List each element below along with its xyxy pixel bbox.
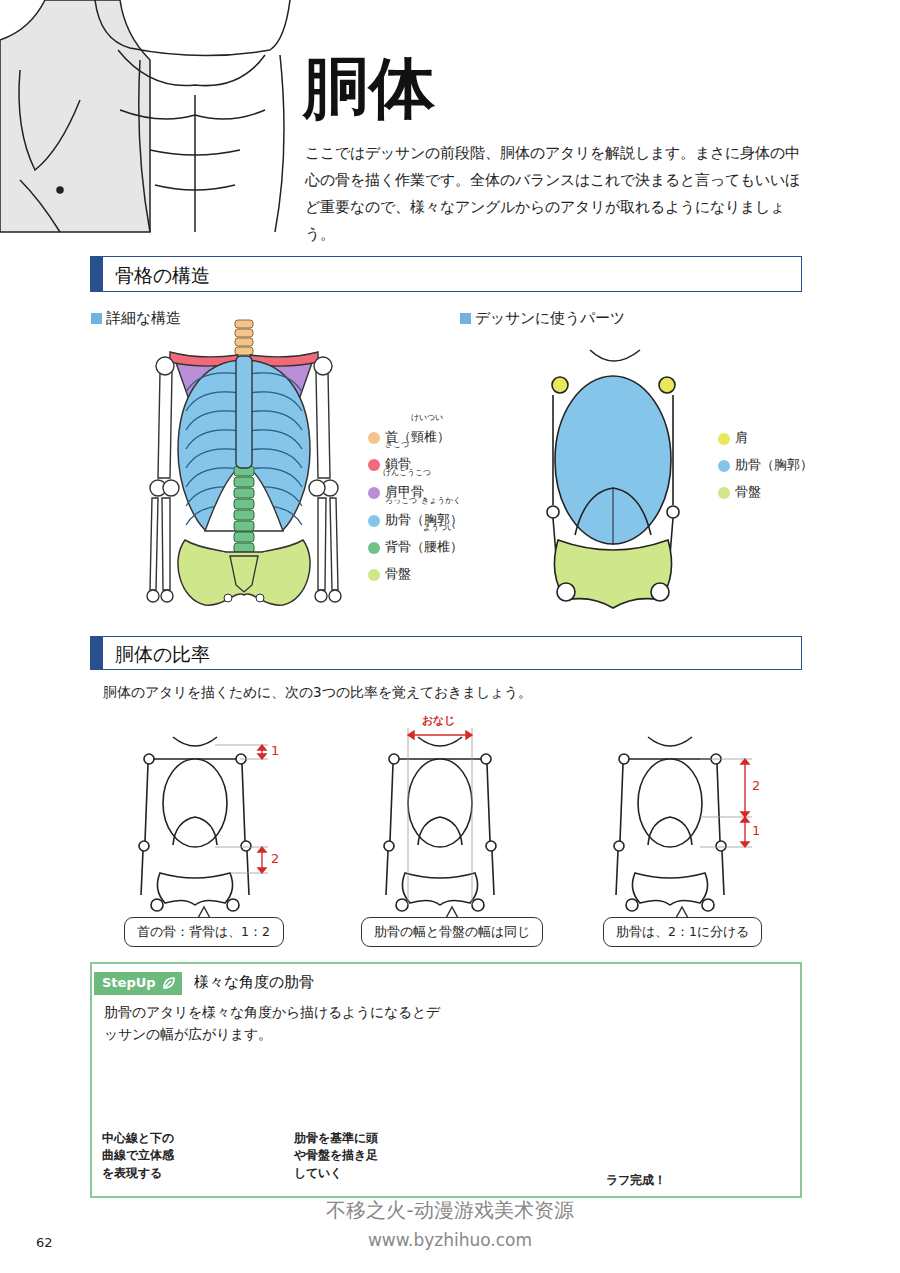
- node-text: 肋骨の幅と骨盤の幅は同じ: [374, 923, 530, 941]
- legend-swatch: [368, 459, 380, 471]
- dimension-label: おなじ: [422, 713, 455, 729]
- callout-bubble: 肋骨の幅と骨盤の幅は同じ: [361, 917, 543, 947]
- legend-text: 骨盤: [735, 483, 761, 502]
- ratio-number: 2: [271, 850, 279, 869]
- sub-heading: デッサンに使うパーツ: [475, 308, 625, 330]
- legend-text: 背骨（腰椎）: [385, 538, 463, 557]
- legend-swatch: [368, 542, 380, 554]
- step-note: 肋骨を基準に頭や骨盤を描き足していく: [294, 1130, 380, 1182]
- node-text: 骨格の構造: [115, 262, 210, 290]
- sub-heading: 詳細な構造: [106, 308, 181, 330]
- intro-text: ここではデッサンの前段階、胴体のアタリを解説します。まさに身体の中心の骨を描く作…: [305, 140, 805, 248]
- node-text: 様々な角度の肋骨: [194, 972, 314, 994]
- vertebra: [234, 521, 254, 531]
- stepup-panel: StepUp様々な角度の肋骨肋骨のアタリを様々な角度から描けるようになるとデッサ…: [90, 962, 802, 1198]
- ratio-number: 2: [752, 777, 760, 796]
- legend-swatch: [718, 433, 730, 445]
- page-number: 62: [36, 1234, 53, 1253]
- section-band: 胴体の比率: [90, 636, 802, 670]
- vertebra: [234, 510, 254, 520]
- vertebra: [234, 488, 254, 498]
- node-text: 首の骨：背骨は、1：2: [137, 923, 270, 941]
- section-band: 骨格の構造: [90, 256, 802, 292]
- body-text: 胴体のアタリを描くために、次の3つの比率を覚えておきましょう。: [103, 683, 532, 703]
- vertebra: [235, 338, 253, 346]
- furigana: けいつい: [411, 414, 443, 422]
- node-text: 肋骨のアタリを様々な角度から描けるようになるとデッサンの幅が広がります。: [104, 1002, 444, 1045]
- legend-text: 首（頸椎）: [385, 428, 450, 447]
- legend-swatch: [368, 432, 380, 444]
- vertebra: [234, 499, 254, 509]
- legend-text: 肋骨（胸郭）: [385, 511, 463, 530]
- furigana: きょうかく: [421, 497, 461, 505]
- vertebra: [234, 477, 254, 487]
- callout-bubble: 首の骨：背骨は、1：2: [124, 917, 284, 947]
- legend-swatch: [368, 515, 380, 527]
- legend-text: 骨盤: [385, 565, 411, 584]
- legend-swatch: [368, 569, 380, 581]
- watermark: 不移之火-动漫游戏美术资源: [0, 1196, 900, 1225]
- legend-swatch: [368, 487, 380, 499]
- leaf-icon: [162, 976, 176, 990]
- step-note: ラフ完成！: [606, 1172, 666, 1189]
- step-note: 中心線と下の曲線で立体感を表現する: [102, 1130, 174, 1182]
- node-text: 胴体の比率: [115, 641, 210, 669]
- vertebra: [235, 320, 253, 328]
- callout-bubble: 肋骨は、2：1に分ける: [603, 917, 762, 947]
- legend-swatch: [718, 460, 730, 472]
- watermark: www.byzhihuo.com: [0, 1228, 900, 1253]
- ratio-number: 1: [752, 822, 760, 841]
- legend-text: 肩: [735, 429, 748, 448]
- legend-swatch: [718, 487, 730, 499]
- page-title: 胴体: [303, 52, 435, 125]
- legend-text: 鎖骨: [385, 455, 411, 474]
- vertebra: [235, 329, 253, 337]
- ratio-number: 1: [271, 742, 279, 761]
- legend-text: 肩甲骨: [385, 483, 424, 502]
- node-text: 肋骨は、2：1に分ける: [616, 923, 749, 941]
- vertebra: [234, 532, 254, 542]
- legend-text: 肋骨（胸郭）: [735, 456, 813, 475]
- vertebra: [235, 347, 253, 355]
